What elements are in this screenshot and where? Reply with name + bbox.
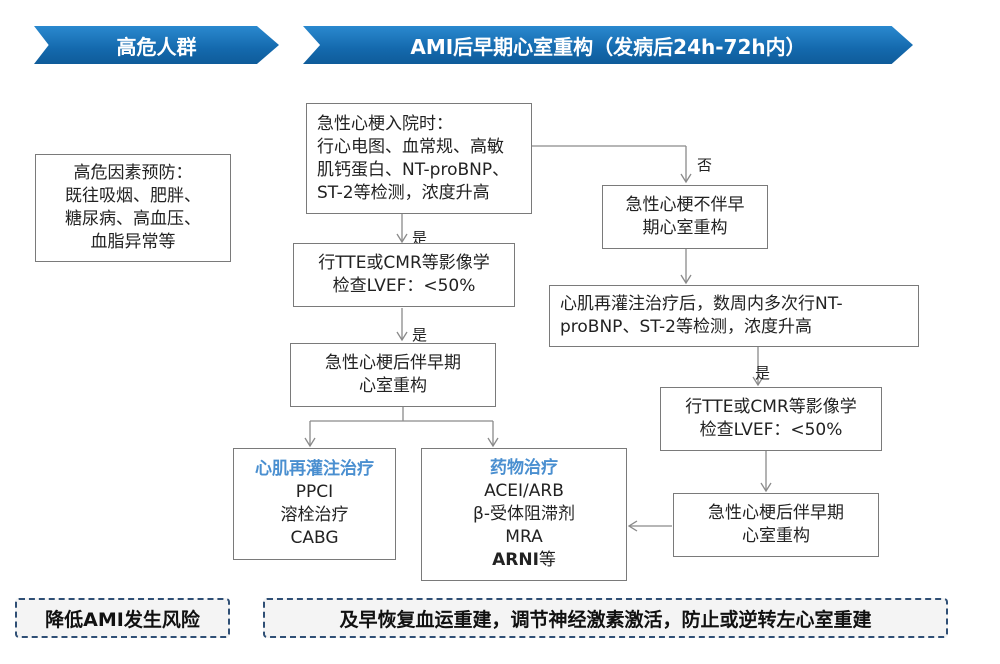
no-remodel-box: 急性心梗不伴早 期心室重构 bbox=[602, 185, 768, 249]
reperfusion-box: 心肌再灌注治疗 PPCI 溶栓治疗 CABG bbox=[233, 448, 396, 560]
remodel-left-box: 急性心梗后伴早期 心室重构 bbox=[290, 343, 496, 407]
label-yes-2: 是 bbox=[412, 326, 428, 344]
drug-item: ACEI/ARB bbox=[484, 481, 564, 501]
reperfusion-item: CABG bbox=[290, 528, 339, 548]
admission-box: 急性心梗入院时： 行心电图、血常规、高敏 肌钙蛋白、NT-proBNP、 ST-… bbox=[306, 103, 532, 214]
banner-ami-remodeling: AMI后早期心室重构（发病后24h-72h内） bbox=[303, 26, 913, 64]
bottom-risk-reduction: 降低AMI发生风险 bbox=[15, 598, 230, 638]
drug-item-arni: ARNI等 bbox=[492, 550, 556, 570]
reperfusion-title: 心肌再灌注治疗 bbox=[255, 459, 374, 479]
banner-high-risk: 高危人群 bbox=[34, 26, 279, 64]
imaging-right-box: 行TTE或CMR等影像学 检查LVEF：<50% bbox=[660, 387, 882, 451]
drug-item: β-受体阻滞剂 bbox=[473, 504, 575, 524]
bottom-treatment-goal: 及早恢复血运重建，调节神经激素激活，防止或逆转左心室重建 bbox=[263, 598, 948, 638]
risk-factor-box: 高危因素预防： 既往吸烟、肥胖、 糖尿病、高血压、 血脂异常等 bbox=[35, 154, 231, 262]
drug-box: 药物治疗 ACEI/ARB β-受体阻滞剂 MRA ARNI等 bbox=[421, 448, 627, 581]
remodel-right-box: 急性心梗后伴早期 心室重构 bbox=[673, 493, 879, 557]
drug-title: 药物治疗 bbox=[490, 458, 558, 478]
drug-item: MRA bbox=[505, 527, 543, 547]
imaging-left-box: 行TTE或CMR等影像学 检查LVEF：<50% bbox=[293, 243, 515, 307]
label-yes-3: 是 bbox=[755, 364, 771, 382]
followup-box: 心肌再灌注治疗后，数周内多次行NT- proBNP、ST-2等检测，浓度升高 bbox=[549, 285, 919, 347]
reperfusion-item: 溶栓治疗 bbox=[280, 505, 349, 525]
label-yes-1: 是 bbox=[412, 229, 428, 247]
reperfusion-item: PPCI bbox=[295, 482, 334, 502]
label-no: 否 bbox=[697, 156, 713, 174]
